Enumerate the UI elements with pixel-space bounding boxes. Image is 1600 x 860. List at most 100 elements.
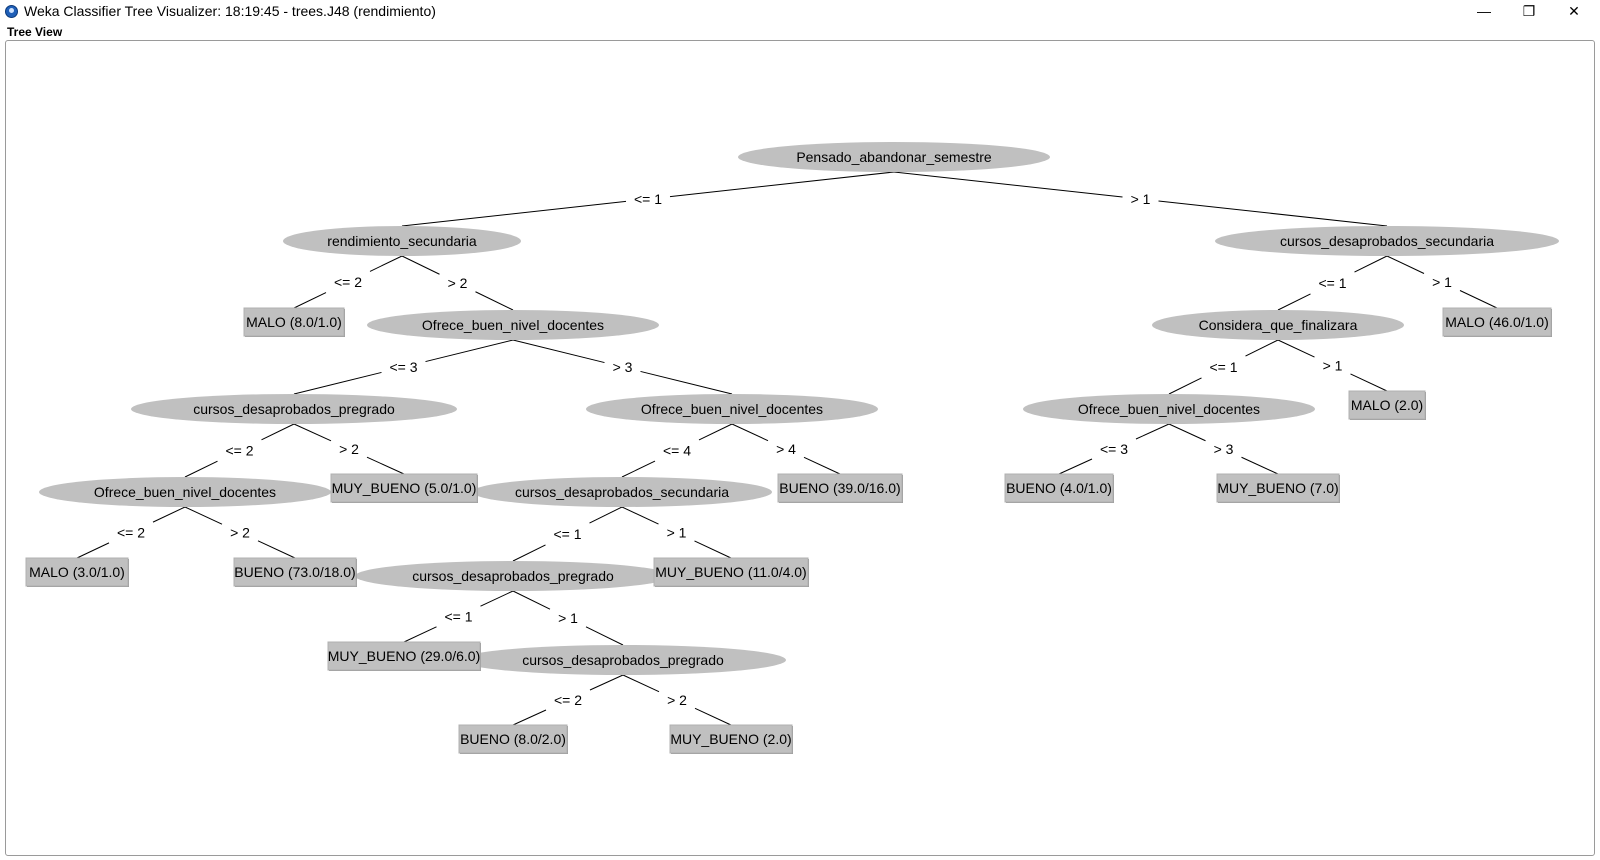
node-label: cursos_desaprobados_pregrado <box>193 401 395 417</box>
node-label: Considera_que_finalizara <box>1199 317 1358 333</box>
leaf-label: MUY_BUENO (5.0/1.0) <box>332 480 477 496</box>
tree-node-n5[interactable]: cursos_desaprobados_pregrado <box>131 394 457 424</box>
tree-edge: > 2 <box>293 423 405 475</box>
edge-label: <= 2 <box>554 692 582 708</box>
minimize-button[interactable]: — <box>1477 3 1491 19</box>
edge-line <box>480 590 514 607</box>
leaf-label: MALO (46.0/1.0) <box>1445 314 1549 330</box>
tree-node-n4[interactable]: Considera_que_finalizara <box>1152 310 1404 340</box>
edge-label: > 1 <box>1131 191 1151 207</box>
tree-leaf-l4[interactable]: MUY_BUENO (5.0/1.0) <box>330 473 478 503</box>
node-ellipse <box>1215 226 1559 256</box>
tree-node-n3[interactable]: Ofrece_buen_nivel_docentes <box>367 310 659 340</box>
tree-leaf-l12[interactable]: BUENO (8.0/2.0) <box>458 724 568 754</box>
node-ellipse <box>586 394 878 424</box>
edge-line <box>475 291 514 311</box>
node-label: Ofrece_buen_nivel_docentes <box>422 317 604 333</box>
node-ellipse <box>738 142 1050 172</box>
edge-line <box>152 506 186 523</box>
edge-line <box>622 674 660 693</box>
tree-edge: <= 4 <box>621 423 733 478</box>
edge-label: > 2 <box>667 692 687 708</box>
title-bar[interactable]: Weka Classifier Tree Visualizer: 18:19:4… <box>0 0 1600 24</box>
tree-leaf-l10[interactable]: MUY_BUENO (11.0/4.0) <box>653 557 809 587</box>
edge-line <box>512 544 546 562</box>
node-label: rendimiento_secundaria <box>327 233 477 249</box>
edge-line <box>1386 255 1425 274</box>
node-label: cursos_desaprobados_pregrado <box>522 652 724 668</box>
edge-line <box>293 371 382 395</box>
leaf-label: MALO (3.0/1.0) <box>29 564 125 580</box>
tree-node-n8[interactable]: Ofrece_buen_nivel_docentes <box>39 477 331 507</box>
edge-label: > 2 <box>339 441 359 457</box>
tree-edge: <= 2 <box>76 506 186 559</box>
edge-label: > 4 <box>776 441 796 457</box>
leaf-box <box>233 557 357 587</box>
tree-leaf-l6[interactable]: BUENO (4.0/1.0) <box>1004 473 1114 503</box>
leaf-box <box>777 473 903 503</box>
leaf-box <box>1442 307 1552 337</box>
edge-label: > 1 <box>1432 274 1452 290</box>
restore-button[interactable]: ❐ <box>1522 3 1536 19</box>
edge-line <box>1135 423 1170 440</box>
edge-label: > 3 <box>613 359 633 375</box>
leaf-box <box>669 724 793 754</box>
node-label: Ofrece_buen_nivel_docentes <box>641 401 823 417</box>
tree-leaf-l8[interactable]: MALO (3.0/1.0) <box>25 557 129 587</box>
leaf-label: MALO (2.0) <box>1351 397 1423 413</box>
node-ellipse <box>1152 310 1404 340</box>
edge-label: <= 1 <box>1318 275 1346 291</box>
tree-node-n7[interactable]: Ofrece_buen_nivel_docentes <box>1023 394 1315 424</box>
edge-label: <= 1 <box>634 191 662 207</box>
edge-line <box>369 255 403 272</box>
tree-node-root[interactable]: Pensado_abandonar_semestre <box>738 142 1050 172</box>
tree-edge: <= 1 <box>403 590 514 643</box>
tree-node-n11[interactable]: cursos_desaprobados_pregrado <box>460 645 786 675</box>
edge-line <box>293 423 332 442</box>
edge-line <box>589 506 623 524</box>
edge-label: > 1 <box>1323 358 1343 374</box>
edge-label: <= 1 <box>553 526 581 542</box>
tree-leaf-l7[interactable]: MUY_BUENO (7.0) <box>1216 473 1340 503</box>
leaf-box <box>243 307 345 337</box>
tree-leaf-l5[interactable]: BUENO (39.0/16.0) <box>777 473 903 503</box>
edge-line <box>257 540 296 559</box>
tree-edge: <= 1 <box>512 506 623 562</box>
close-button[interactable]: ✕ <box>1568 3 1580 19</box>
tree-edge: > 3 <box>1168 423 1279 475</box>
edge-label: > 1 <box>558 610 578 626</box>
tree-node-n6[interactable]: Ofrece_buen_nivel_docentes <box>586 394 878 424</box>
tree-node-n10[interactable]: cursos_desaprobados_pregrado <box>355 561 671 591</box>
tree-node-n1[interactable]: rendimiento_secundaria <box>283 226 521 256</box>
tree-edge: <= 3 <box>1058 423 1170 475</box>
tree-node-n9[interactable]: cursos_desaprobados_secundaria <box>472 477 772 507</box>
tree-leaf-l11[interactable]: MUY_BUENO (29.0/6.0) <box>327 641 481 671</box>
tree-view-panel[interactable]: <= 1 > 1 <= 2 > 2 <= 1 > 1 <= 3 > 3 <= 1 > 1 <= 2 >… <box>5 40 1595 856</box>
edge-label: <= 2 <box>225 443 253 459</box>
leaf-label: MUY_BUENO (11.0/4.0) <box>655 564 806 580</box>
edge-line <box>1168 423 1206 442</box>
edge-label: > 2 <box>230 525 250 541</box>
tree-leaf-l9[interactable]: BUENO (73.0/18.0) <box>233 557 357 587</box>
edge-line <box>621 460 656 478</box>
tree-edge: > 1 <box>512 590 624 646</box>
tree-leaf-l1[interactable]: MALO (8.0/1.0) <box>243 307 345 337</box>
node-label: Pensado_abandonar_semestre <box>796 149 992 165</box>
leaf-label: MUY_BUENO (7.0) <box>1217 480 1338 496</box>
leaf-label: MUY_BUENO (2.0) <box>670 731 791 747</box>
tree-leaf-l2[interactable]: MALO (46.0/1.0) <box>1442 307 1552 337</box>
tree-leaf-l3[interactable]: MALO (2.0) <box>1348 390 1426 420</box>
edge-label: > 1 <box>667 525 687 541</box>
edge-line <box>585 626 624 646</box>
edge-label: <= 3 <box>1100 441 1128 457</box>
tree-leaf-l13[interactable]: MUY_BUENO (2.0) <box>669 724 793 754</box>
tree-edge: > 1 <box>621 506 732 559</box>
tree-edge: > 2 <box>184 506 296 559</box>
leaf-box <box>330 473 478 503</box>
edge-line <box>1158 200 1388 227</box>
tree-canvas[interactable]: <= 1 > 1 <= 2 > 2 <= 1 > 1 <= 3 > 3 <= 1 > 1 <= 2 >… <box>6 41 1595 856</box>
tree-edge: > 4 <box>731 423 841 475</box>
tree-view-label: Tree View <box>7 25 63 39</box>
tree-node-n2[interactable]: cursos_desaprobados_secundaria <box>1215 226 1559 256</box>
node-ellipse <box>131 394 457 424</box>
